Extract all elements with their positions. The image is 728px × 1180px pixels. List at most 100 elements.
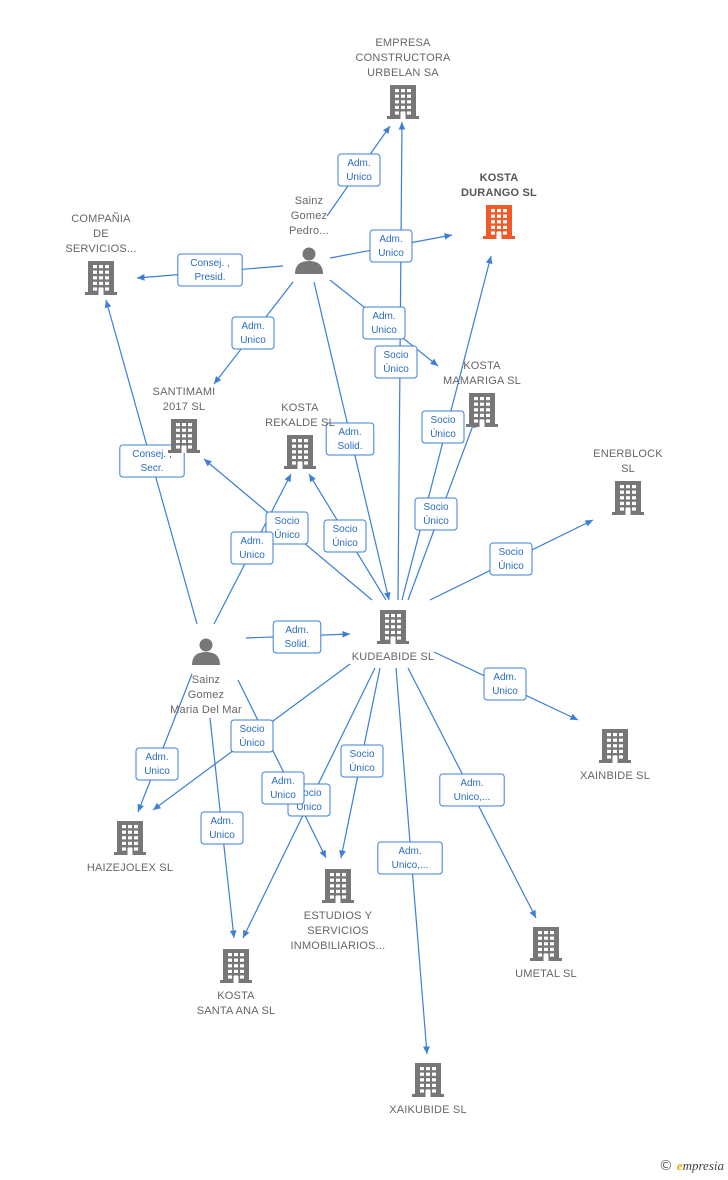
building-window xyxy=(298,439,302,443)
edge-label[interactable]: Adm.Unico xyxy=(261,771,305,805)
edge-label-box xyxy=(377,841,443,875)
node-haizejolex[interactable]: HAIZEJOLEX SL xyxy=(87,821,173,874)
edge-label-box xyxy=(483,667,527,701)
edge-label[interactable]: Adm.Unico xyxy=(362,306,406,340)
edge-label-text: Unico xyxy=(270,790,296,801)
node-label: Maria Del Mar xyxy=(170,704,242,716)
building-window xyxy=(491,209,495,213)
edge-label-text: Socio xyxy=(239,724,264,735)
building-window xyxy=(128,841,132,845)
building-window xyxy=(620,507,624,511)
building-window xyxy=(304,455,308,459)
edge-label-box xyxy=(340,744,384,778)
edge-label[interactable]: Adm.Unico xyxy=(200,811,244,845)
node-xaikubide[interactable]: XAIKUBIDE SL xyxy=(389,1063,467,1116)
node-estudios[interactable]: ESTUDIOS YSERVICIOSINMOBILIARIOS... xyxy=(291,869,386,952)
edge-label[interactable]: Adm.Solid. xyxy=(325,422,375,456)
building-window xyxy=(105,265,109,269)
building-window xyxy=(395,105,399,109)
building-window xyxy=(397,630,401,634)
building-window xyxy=(550,953,554,957)
edge-label-text: Consej. , xyxy=(132,449,171,460)
edge-label[interactable]: Adm.Unico xyxy=(231,316,275,350)
building-door xyxy=(496,232,502,239)
edge-label-box xyxy=(362,306,406,340)
building-window xyxy=(432,1067,436,1071)
building-window xyxy=(632,501,636,505)
building-window xyxy=(619,749,623,753)
edge-mariadelmar-to-estudios xyxy=(237,679,327,859)
building-window xyxy=(304,439,308,443)
building-window xyxy=(503,214,507,218)
building-window xyxy=(474,419,478,423)
edge-label-text: Adm. xyxy=(379,234,402,245)
edge-label[interactable]: Adm.Unico,... xyxy=(377,841,443,875)
building-door xyxy=(625,508,631,515)
building-window xyxy=(474,402,478,406)
edge-label[interactable]: Adm.Unico xyxy=(369,229,413,263)
building-window xyxy=(240,953,244,957)
building-window xyxy=(632,490,636,494)
building-window xyxy=(395,100,399,104)
building-window xyxy=(432,1078,436,1082)
edge-label[interactable]: Consej. ,Presid. xyxy=(177,253,243,287)
building-window xyxy=(401,100,405,104)
building-window xyxy=(292,450,296,454)
building-icon xyxy=(466,393,498,427)
building-window xyxy=(397,614,401,618)
node-umetal[interactable]: UMETAL SL xyxy=(515,927,577,980)
node-label: REKALDE SL xyxy=(265,417,335,429)
building-window xyxy=(613,738,617,742)
building-window xyxy=(342,884,346,888)
building-window xyxy=(234,953,238,957)
node-pedro[interactable]: SainzGomezPedro... xyxy=(289,195,329,274)
edge-label[interactable]: Adm.Unico,... xyxy=(439,773,505,807)
edge-label[interactable]: Adm.Unico xyxy=(337,153,381,187)
node-kudeabide[interactable]: KUDEABIDE SL xyxy=(352,610,434,663)
building-window xyxy=(342,878,346,882)
building-window xyxy=(503,209,507,213)
building-window xyxy=(407,111,411,115)
edge-label-box xyxy=(230,719,274,753)
edge-label[interactable]: Adm.Unico xyxy=(230,531,274,565)
node-label: Gomez xyxy=(291,210,327,222)
building-window xyxy=(607,733,611,737)
edge-label-text: Adm. xyxy=(145,752,168,763)
edge-label-text: Socio xyxy=(430,415,455,426)
edge-label[interactable]: Adm.Solid. xyxy=(272,620,322,654)
building-window xyxy=(385,625,389,629)
building-window xyxy=(99,270,103,274)
node-compania[interactable]: COMPAÑIADESERVICIOS... xyxy=(65,212,136,295)
edge-label[interactable]: Adm.Unico xyxy=(483,667,527,701)
building-icon xyxy=(220,949,252,983)
node-label: KOSTA xyxy=(217,990,255,1002)
node-xainbide[interactable]: XAINBIDE SL xyxy=(580,729,650,782)
building-window xyxy=(391,630,395,634)
building-window xyxy=(626,490,630,494)
building-window xyxy=(480,413,484,417)
building-window xyxy=(503,220,507,224)
edge-label[interactable]: Adm.Unico xyxy=(135,747,179,781)
footer-brand[interactable]: © empresia xyxy=(659,1158,724,1174)
building-window xyxy=(426,1072,430,1076)
building-window xyxy=(432,1072,436,1076)
person-body xyxy=(295,261,323,274)
building-window xyxy=(99,265,103,269)
edge-label-text: Socio xyxy=(296,788,321,799)
